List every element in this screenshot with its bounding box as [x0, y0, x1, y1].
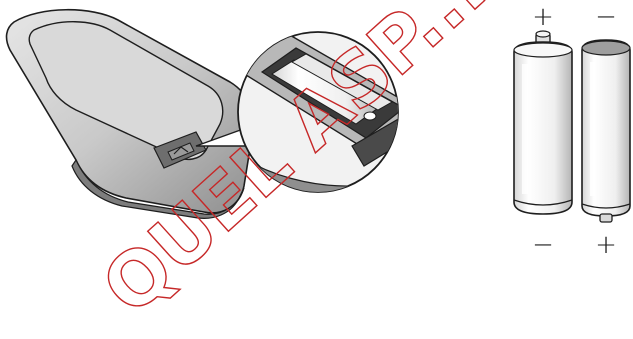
battery-right-bottom-polarity: +: [594, 232, 618, 258]
battery-left: [514, 31, 572, 214]
battery-right: [582, 40, 630, 222]
battery-right-top-polarity: −: [594, 4, 618, 30]
battery-left-bottom-polarity: −: [531, 232, 555, 258]
battery-left-top-polarity: +: [531, 4, 555, 30]
